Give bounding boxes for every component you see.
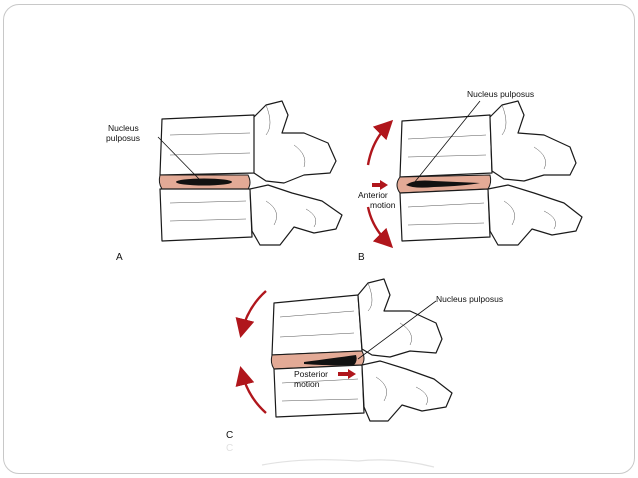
lower-posterior-elements-a — [249, 184, 343, 246]
nucleus-label-a-line2: pulposus — [106, 133, 140, 143]
posterior-motion-line1: Posterior — [294, 369, 328, 379]
panel-b-letter: B — [358, 252, 365, 263]
anterior-motion-arrow — [372, 180, 388, 190]
leader-line-a — [157, 136, 201, 181]
upper-vertebral-body-a — [159, 114, 257, 176]
nucleus-label-b: Nucleus pulposus — [467, 89, 534, 99]
lower-posterior-elements-c — [361, 360, 453, 422]
nucleus-pulposus-b — [406, 180, 480, 188]
panel-c: Nucleus pulposus Posterior motion C C — [226, 278, 503, 468]
panel-a: Nucleus pulposus A — [106, 100, 343, 263]
upper-vertebral-body-c — [271, 294, 363, 356]
panel-b: Nucleus pulposus Anterior motion B — [358, 89, 583, 263]
nucleus-pulposus-a — [176, 178, 232, 186]
nucleus-pulposus-c — [304, 355, 357, 366]
slide-reflection — [261, 459, 435, 468]
anterior-motion-line2: motion — [370, 200, 396, 210]
leader-line-c — [357, 300, 437, 360]
rotation-arrow-down-c — [235, 366, 267, 414]
lower-vertebral-body-c — [273, 364, 365, 418]
lower-vertebral-body-a — [159, 188, 253, 242]
rotation-arrow-down-b — [366, 206, 394, 249]
nucleus-label-c: Nucleus pulposus — [436, 294, 503, 304]
lower-vertebral-body-b — [399, 188, 491, 242]
upper-posterior-elements-c — [357, 278, 443, 358]
upper-posterior-elements-b — [489, 100, 577, 182]
spine-diagram: Nucleus pulposus A Nucleus pulposus Ante… — [106, 89, 583, 468]
lower-posterior-elements-b — [487, 184, 583, 246]
rotation-arrow-up-c — [235, 290, 267, 338]
rotation-arrow-up-b — [366, 119, 394, 166]
posterior-motion-arrow — [338, 369, 356, 379]
nucleus-label-a-line1: Nucleus — [108, 123, 139, 133]
upper-vertebral-body-b — [399, 114, 493, 178]
panel-a-letter: A — [116, 252, 123, 263]
upper-posterior-elements-a — [253, 100, 337, 184]
panel-c-letter: C — [226, 430, 233, 441]
slide-frame: Nucleus pulposus A Nucleus pulposus Ante… — [3, 4, 635, 474]
posterior-motion-line2: motion — [294, 379, 320, 389]
leader-line-b — [413, 100, 481, 184]
panel-c-letter-reflection: C — [226, 443, 233, 454]
anterior-motion-line1: Anterior — [358, 190, 388, 200]
